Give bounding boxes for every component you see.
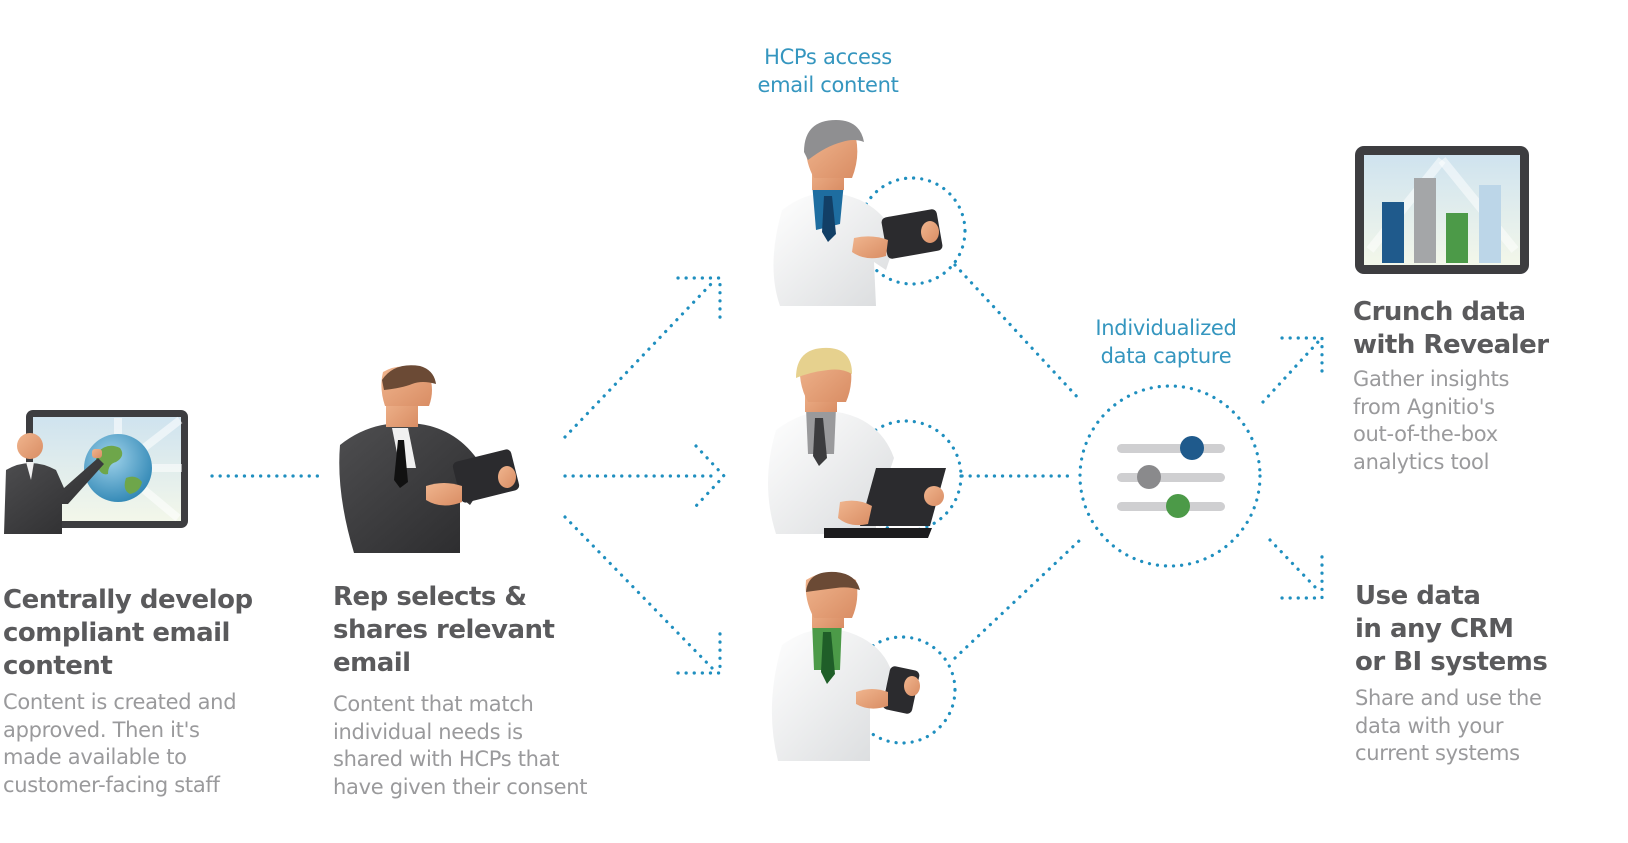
doctor-tablet-icon xyxy=(773,120,943,306)
bar-chart-tablet-icon xyxy=(1355,146,1529,274)
step-use-data: Use data in any CRM or BI systems Share … xyxy=(1355,580,1548,768)
connector-rep-to-doctor-bottom xyxy=(563,515,714,670)
arrowhead-revealer xyxy=(1280,336,1324,380)
doctor-phone-icon xyxy=(771,571,920,761)
data-capture-label: Individualized data capture xyxy=(1095,316,1237,368)
highlight-circle-bottom xyxy=(847,635,957,745)
connector-capture-to-revealer xyxy=(1261,340,1320,404)
arrowhead-bottom xyxy=(676,626,722,675)
connector-bottom-to-capture xyxy=(953,538,1082,660)
highlight-circle-top xyxy=(857,176,967,286)
step-develop-content: Centrally develop compliant email conten… xyxy=(3,584,253,799)
presenter-screen-icon xyxy=(4,410,188,534)
step-develop-title: Centrally develop compliant email conten… xyxy=(3,585,253,681)
step-crunch-title: Crunch data with Revealer xyxy=(1353,297,1549,360)
step-rep-description: Content that match individual needs is s… xyxy=(333,692,588,799)
step-use-title: Use data in any CRM or BI systems xyxy=(1355,581,1548,677)
connector-top-to-capture xyxy=(953,263,1082,402)
connector-lines xyxy=(210,176,1324,745)
step-rep-title: Rep selects & shares relevant email xyxy=(333,582,555,678)
data-capture-circle xyxy=(1078,384,1262,568)
connector-capture-to-crm xyxy=(1268,538,1318,590)
arrowhead-top xyxy=(676,276,722,324)
rep-tablet-icon xyxy=(339,365,520,553)
hcp-access-label: HCPs access email content xyxy=(757,45,899,97)
arrowhead-middle xyxy=(694,444,727,508)
doctor-laptop-icon xyxy=(768,347,946,538)
sliders-icon xyxy=(1117,436,1225,518)
connector-rep-to-doctor-top xyxy=(563,281,714,439)
arrowhead-crm xyxy=(1280,554,1324,600)
step-use-description: Share and use the data with your current… xyxy=(1355,686,1542,765)
step-crunch-description: Gather insights from Agnitio's out-of-th… xyxy=(1353,367,1510,474)
step-develop-description: Content is created and approved. Then it… xyxy=(3,690,237,797)
step-rep-shares: Rep selects & shares relevant email Cont… xyxy=(333,581,588,801)
step-crunch-data: Crunch data with Revealer Gather insight… xyxy=(1353,296,1549,476)
